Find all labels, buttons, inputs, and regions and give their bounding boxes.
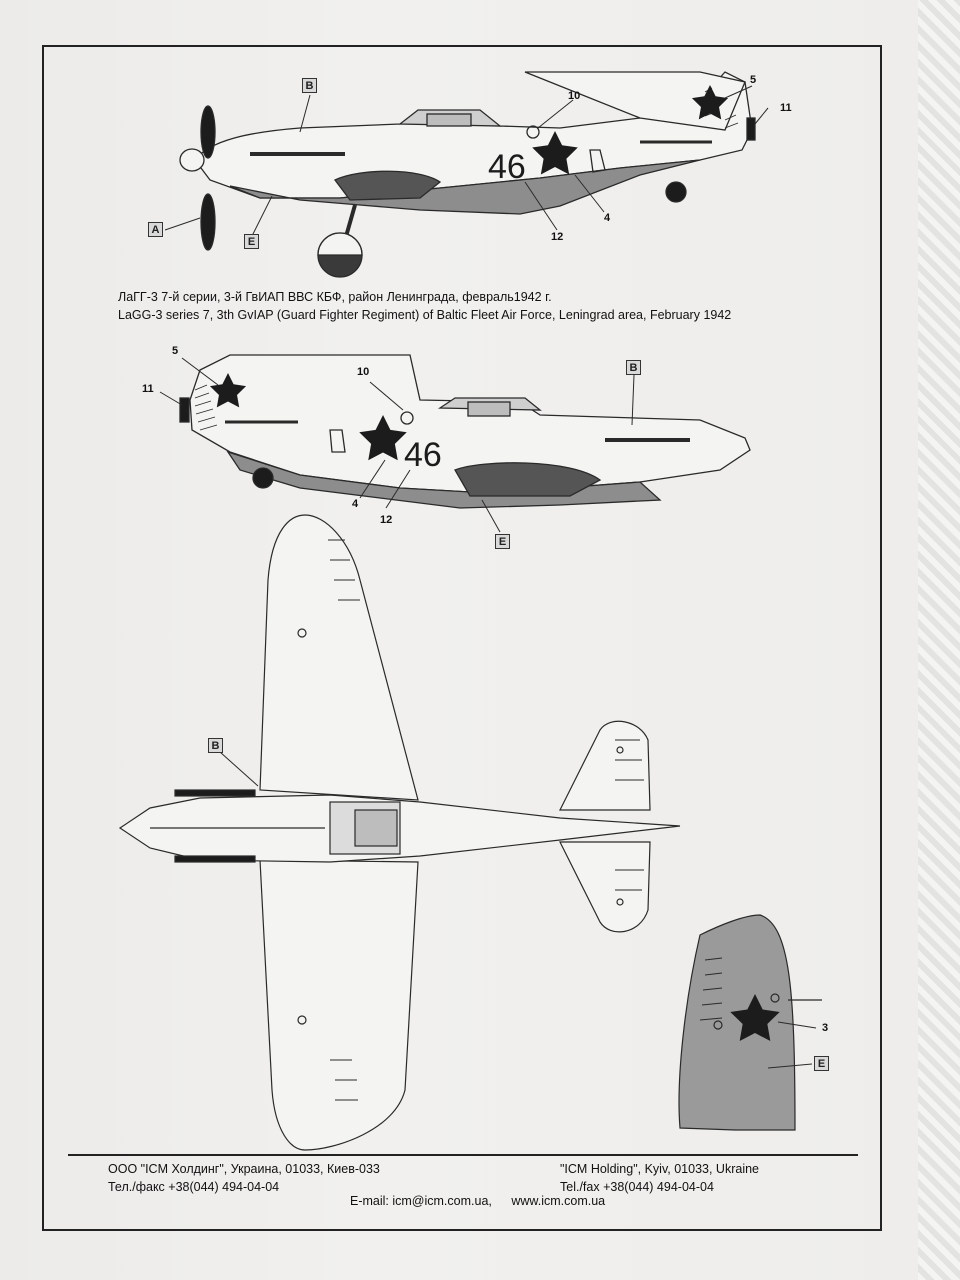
- footer-company-ru: ООО "ICM Холдинг", Украина, 01033, Киев-…: [108, 1160, 380, 1196]
- side-view-left: [179, 71, 756, 278]
- callout-e: E: [244, 234, 259, 249]
- footer-address-en: "ICM Holding", Kyiv, 01033, Ukraine: [560, 1162, 760, 1176]
- caption-english: LaGG-3 series 7, 3th GvIAP (Guard Fighte…: [118, 308, 732, 322]
- footer-address-ru: ООО "ICM Холдинг", Украина, 01033, Киев-…: [108, 1162, 380, 1176]
- callout-leader-3: [777, 1021, 817, 1029]
- footer-email: E-mail: icm@icm.com.ua,: [350, 1194, 492, 1208]
- callout-4: 4: [352, 498, 359, 510]
- footer-company-en: "ICM Holding", Kyiv, 01033, Ukraine Tel.…: [560, 1160, 759, 1196]
- footer-phone-ru: Тел./факс +38(044) 494-04-04: [108, 1180, 280, 1194]
- callout-12: 12: [380, 514, 393, 526]
- callout-11: 11: [780, 102, 792, 114]
- callout-5: 5: [750, 74, 757, 86]
- callout-leader-b: [219, 751, 259, 787]
- aircraft-number: 46: [488, 148, 526, 186]
- caption-russian: ЛаГГ-3 7-й серии, 3-й ГвИАП ВВС КБФ, рай…: [118, 290, 552, 304]
- callout-10: 10: [357, 366, 370, 378]
- footer-phone-en: Tel./fax +38(044) 494-04-04: [560, 1180, 714, 1194]
- callout-e: E: [814, 1056, 829, 1071]
- footer-divider: [68, 1154, 858, 1156]
- background-table: [918, 0, 960, 1280]
- callout-10: 10: [568, 90, 581, 102]
- callout-b: B: [302, 78, 317, 93]
- callout-3: 3: [822, 1022, 829, 1034]
- callout-4: 4: [604, 212, 611, 224]
- page-frame: [42, 45, 882, 1231]
- callout-11: 11: [142, 383, 154, 395]
- callout-a: A: [148, 222, 163, 237]
- callout-leaders-middle: [159, 357, 635, 533]
- callout-b: B: [626, 360, 641, 375]
- footer-contact: E-mail: icm@icm.com.ua, www.icm.com.ua: [350, 1194, 605, 1208]
- callout-12: 12: [551, 231, 564, 243]
- callout-b: B: [208, 738, 223, 753]
- callout-e: E: [495, 534, 510, 549]
- side-view-right: [179, 354, 751, 509]
- footer-website: www.icm.com.ua: [511, 1194, 606, 1208]
- callout-leaders-top: [164, 85, 769, 237]
- fin-detail: [678, 914, 822, 1131]
- callout-5: 5: [172, 345, 179, 357]
- aircraft-number: 46: [404, 436, 442, 474]
- plan-view: [118, 514, 681, 1151]
- scheme-caption: ЛаГГ-3 7-й серии, 3-й ГвИАП ВВС КБФ, рай…: [118, 288, 818, 324]
- callout-leader-e: [767, 1063, 813, 1069]
